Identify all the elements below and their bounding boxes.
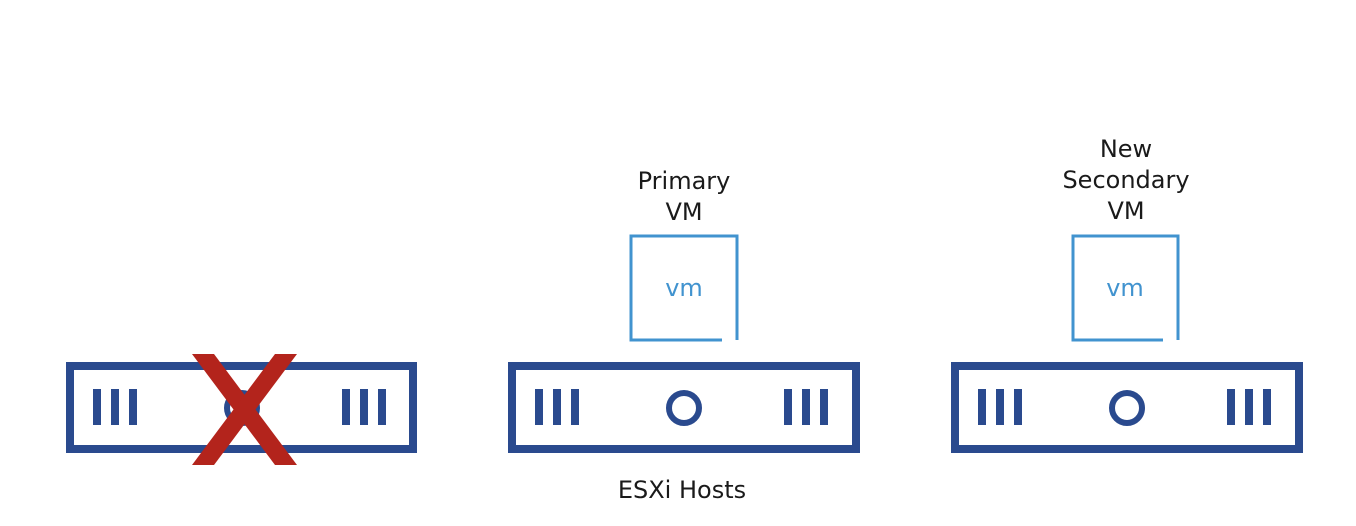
secondary-vm-label: New Secondary VM <box>1026 134 1226 227</box>
primary-host <box>508 362 860 453</box>
primary-vm-icon: vm <box>629 234 739 342</box>
primary-vm-label-line1: Primary <box>637 167 731 195</box>
secondary-host <box>951 362 1303 453</box>
primary-vm-label-line2: VM <box>665 198 703 226</box>
primary-host-right-vents <box>784 389 828 425</box>
hosts-caption: ESXi Hosts <box>617 476 747 504</box>
secondary-vm-text: vm <box>1106 274 1144 302</box>
secondary-vm-icon: vm <box>1071 234 1180 342</box>
primary-vm-text: vm <box>665 274 703 302</box>
secondary-host-power-icon <box>1109 390 1145 426</box>
secondary-vm-label-line2: Secondary <box>1062 166 1190 194</box>
secondary-vm-label-line3: VM <box>1107 197 1145 225</box>
primary-host-chassis <box>508 362 860 453</box>
primary-host-left-vents <box>535 389 579 425</box>
primary-vm-label: Primary VM <box>584 166 784 228</box>
failed-host <box>66 362 417 453</box>
failed-host-right-vents <box>342 389 386 425</box>
x-mark-icon <box>192 354 297 465</box>
failed-host-chassis <box>66 362 417 453</box>
secondary-vm-label-line1: New <box>1099 135 1153 163</box>
primary-host-power-icon <box>666 390 702 426</box>
secondary-host-chassis <box>951 362 1303 453</box>
secondary-host-left-vents <box>978 389 1022 425</box>
secondary-host-right-vents <box>1227 389 1271 425</box>
failed-host-left-vents <box>93 389 137 425</box>
